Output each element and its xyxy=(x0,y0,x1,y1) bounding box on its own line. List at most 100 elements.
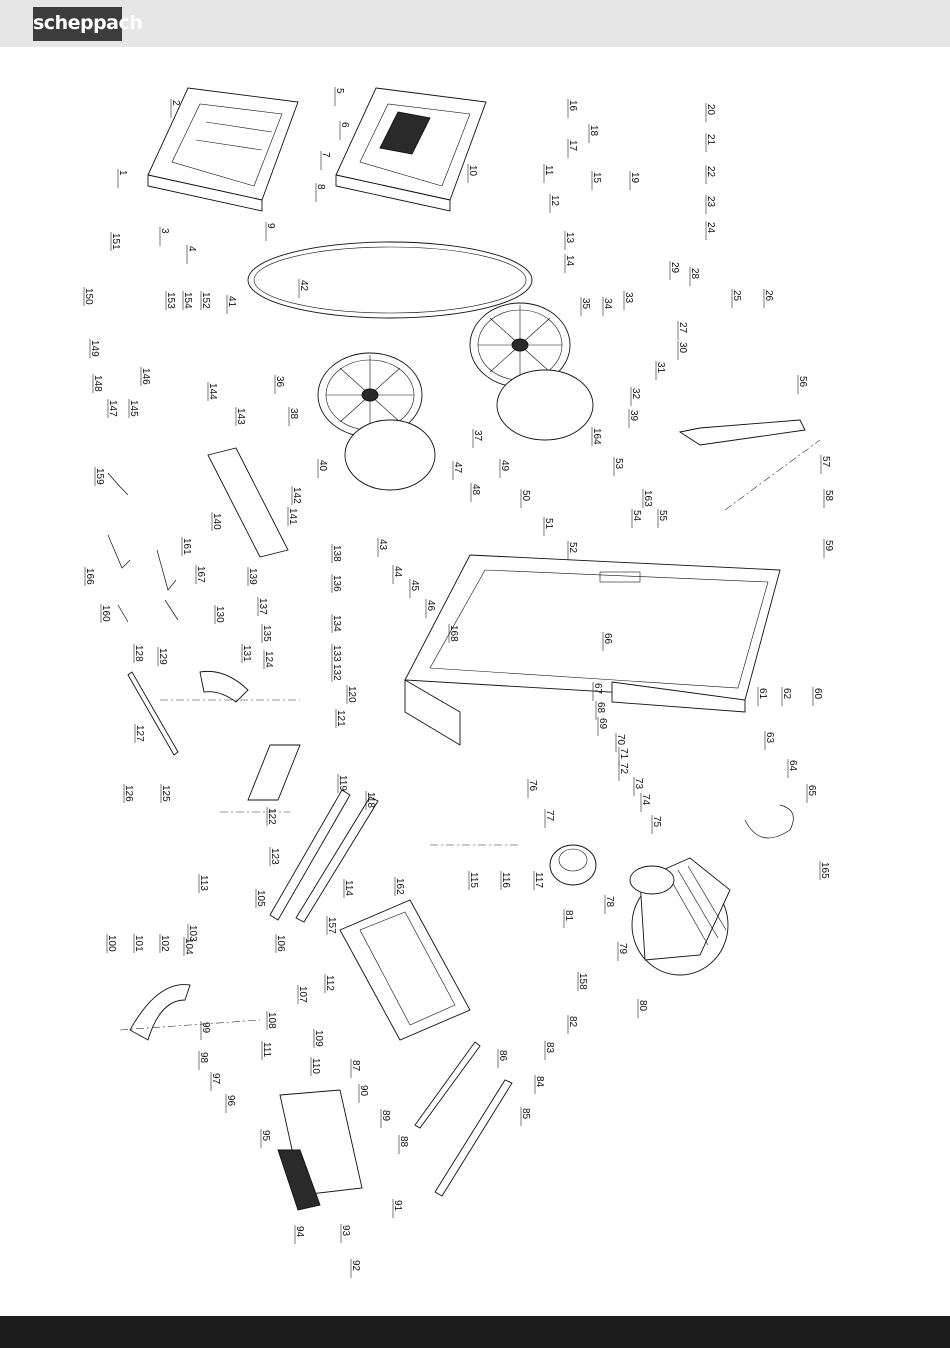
callout-110: 110 xyxy=(310,1057,321,1076)
callout-number: 26 xyxy=(763,290,774,302)
callout-105: 105 xyxy=(255,889,266,908)
callout-number: 114 xyxy=(343,880,354,896)
callout-number: 3 xyxy=(159,228,170,234)
page-header: scheppach xyxy=(0,0,950,47)
callout-144: 144 xyxy=(207,382,218,401)
callout-93: 93 xyxy=(340,1224,351,1243)
callout-118: 118 xyxy=(365,791,376,810)
callout-number: 74 xyxy=(640,794,651,806)
fence-rail xyxy=(207,447,289,558)
callout-166: 166 xyxy=(84,567,95,586)
callout-number: 94 xyxy=(294,1226,305,1238)
callout-number: 158 xyxy=(577,973,588,990)
callout-160: 160 xyxy=(100,604,111,623)
callout-number: 20 xyxy=(705,104,716,116)
callout-number: 101 xyxy=(133,935,144,952)
callout-number: 32 xyxy=(630,388,641,400)
callout-67: 67 xyxy=(592,682,603,701)
side-arm xyxy=(678,419,806,446)
callout-57: 57 xyxy=(820,455,831,474)
callout-24: 24 xyxy=(705,221,716,240)
callout-number: 9 xyxy=(265,223,276,229)
callout-number: 134 xyxy=(331,615,342,632)
callout-161: 161 xyxy=(181,537,192,556)
callout-number: 146 xyxy=(140,368,151,385)
callout-66: 66 xyxy=(602,632,613,651)
callout-157: 157 xyxy=(326,916,337,935)
callout-77: 77 xyxy=(544,809,555,828)
callout-114: 114 xyxy=(343,879,354,898)
callout-number: 166 xyxy=(84,568,95,585)
callout-51: 51 xyxy=(543,517,554,536)
callout-3: 3 xyxy=(159,227,170,246)
callout-134: 134 xyxy=(331,614,342,633)
angle-scale xyxy=(199,670,249,703)
callout-36: 36 xyxy=(274,375,285,394)
callout-number: 123 xyxy=(269,848,280,865)
callout-number: 17 xyxy=(567,140,578,152)
callout-49: 49 xyxy=(499,459,510,478)
callout-number: 48 xyxy=(470,484,481,496)
callout-33: 33 xyxy=(623,291,634,310)
callout-39: 39 xyxy=(628,409,639,428)
work-table xyxy=(339,899,471,1041)
callout-number: 131 xyxy=(241,645,252,662)
callout-122: 122 xyxy=(266,807,277,826)
callout-number: 23 xyxy=(705,196,716,208)
callout-number: 59 xyxy=(823,540,834,552)
callout-number: 110 xyxy=(310,1058,321,1074)
callout-number: 63 xyxy=(764,732,775,744)
callout-number: 75 xyxy=(651,816,662,828)
callout-number: 27 xyxy=(677,322,688,334)
machine-frame xyxy=(404,554,781,746)
callout-22: 22 xyxy=(705,165,716,184)
callout-number: 93 xyxy=(340,1225,351,1237)
callout-number: 6 xyxy=(339,122,350,128)
callout-50: 50 xyxy=(520,489,531,508)
callout-164: 164 xyxy=(591,427,602,446)
callout-number: 122 xyxy=(266,808,277,825)
callout-32: 32 xyxy=(630,387,641,406)
callout-58: 58 xyxy=(823,489,834,508)
callout-number: 12 xyxy=(549,195,560,207)
callout-25: 25 xyxy=(731,289,742,308)
callout-86: 86 xyxy=(497,1049,508,1068)
callout-137: 137 xyxy=(257,597,268,616)
callout-number: 105 xyxy=(255,890,266,907)
callout-number: 138 xyxy=(331,545,342,562)
callout-number: 80 xyxy=(637,1000,648,1012)
callout-79: 79 xyxy=(617,942,628,961)
callout-147: 147 xyxy=(107,399,118,418)
lower-wheel xyxy=(317,352,436,491)
callout-69: 69 xyxy=(597,717,608,736)
callout-number: 10 xyxy=(467,165,478,177)
callout-number: 62 xyxy=(781,688,792,700)
callout-146: 146 xyxy=(140,367,151,386)
callout-30: 30 xyxy=(677,341,688,360)
callout-number: 83 xyxy=(544,1042,555,1054)
callout-100: 100 xyxy=(106,934,117,953)
callout-62: 62 xyxy=(781,687,792,706)
callout-number: 124 xyxy=(263,651,274,668)
callout-28: 28 xyxy=(689,267,700,286)
motor xyxy=(629,857,731,976)
callout-number: 141 xyxy=(287,508,298,525)
callout-19: 19 xyxy=(629,171,640,190)
callout-number: 61 xyxy=(757,688,768,700)
callout-number: 125 xyxy=(160,785,171,802)
callout-124: 124 xyxy=(263,650,274,669)
callout-number: 7 xyxy=(320,152,331,158)
callout-115: 115 xyxy=(468,871,479,890)
callout-number: 149 xyxy=(89,340,100,357)
callout-11: 11 xyxy=(543,164,554,183)
callout-107: 107 xyxy=(297,985,308,1004)
callout-44: 44 xyxy=(392,565,403,584)
callout-29: 29 xyxy=(669,261,680,280)
callout-number: 16 xyxy=(567,100,578,112)
callout-129: 129 xyxy=(157,647,168,666)
callout-97: 97 xyxy=(210,1072,221,1091)
callout-148: 148 xyxy=(92,374,103,393)
callout-76: 76 xyxy=(527,779,538,798)
callout-34: 34 xyxy=(602,297,613,316)
